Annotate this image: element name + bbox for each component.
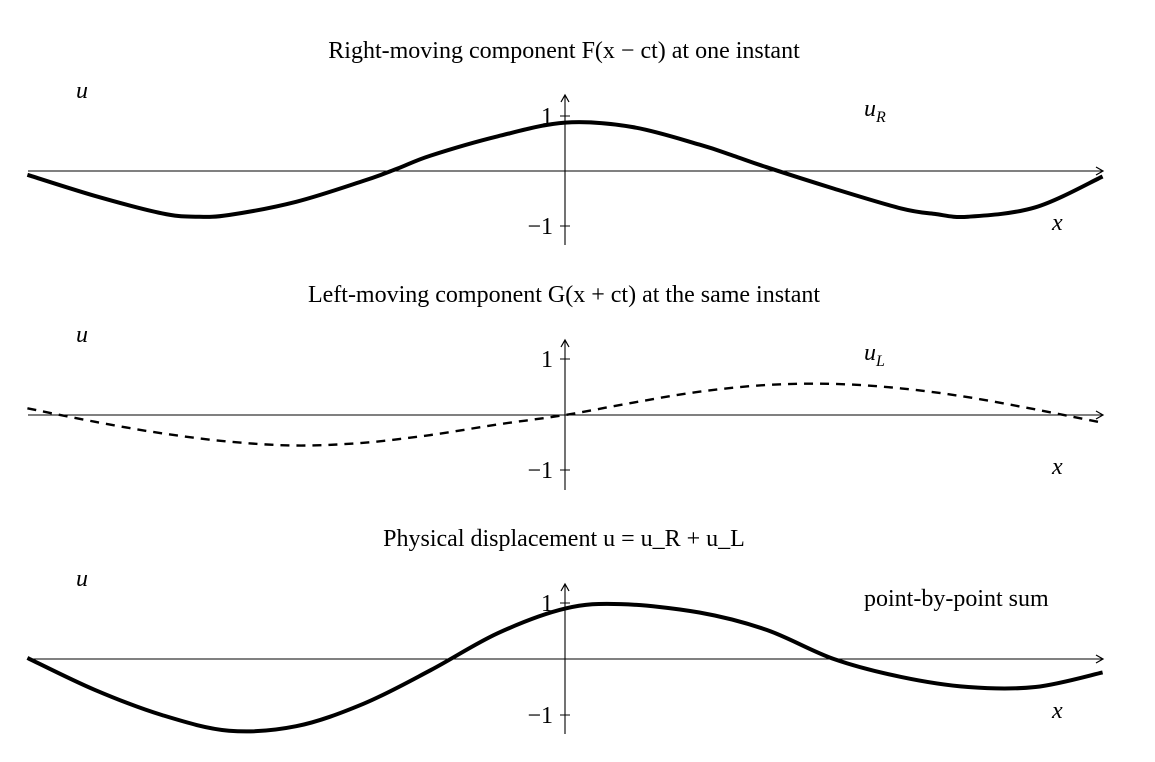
panel-right-moving: Right-moving component F(x − ct) at one … xyxy=(26,38,1105,245)
series-label: uR xyxy=(864,96,886,126)
annotation-point-by-point-sum: point-by-point sum xyxy=(864,586,1049,612)
y-tick-label-minus-1: −1 xyxy=(527,214,553,240)
series-line-u-r xyxy=(26,120,1104,219)
y-axis-label: u xyxy=(76,322,88,348)
panel-title: Physical displacement u = u_R + u_L xyxy=(383,526,745,552)
panel-title: Left-moving component G(x + ct) at the s… xyxy=(308,282,820,308)
y-axis-label: u xyxy=(76,78,88,104)
panel-left-moving: Left-moving component G(x + ct) at the s… xyxy=(27,282,1105,490)
panel-physical-displacement: Physical displacement u = u_R + u_L u x … xyxy=(26,526,1105,734)
x-axis-label: x xyxy=(1051,454,1063,480)
y-tick-label-1: 1 xyxy=(541,591,553,617)
panel-title: Right-moving component F(x − ct) at one … xyxy=(328,38,800,64)
series-label: uL xyxy=(864,340,885,370)
series-line-u-sum xyxy=(26,601,1104,734)
series-line-u-l xyxy=(27,382,1103,447)
y-axis-label: u xyxy=(76,566,88,592)
x-axis-label: x xyxy=(1051,698,1063,724)
y-tick-label-1: 1 xyxy=(541,347,553,373)
y-tick-label-minus-1: −1 xyxy=(527,458,553,484)
y-tick-label-minus-1: −1 xyxy=(527,703,553,729)
x-axis-label: x xyxy=(1051,210,1063,236)
